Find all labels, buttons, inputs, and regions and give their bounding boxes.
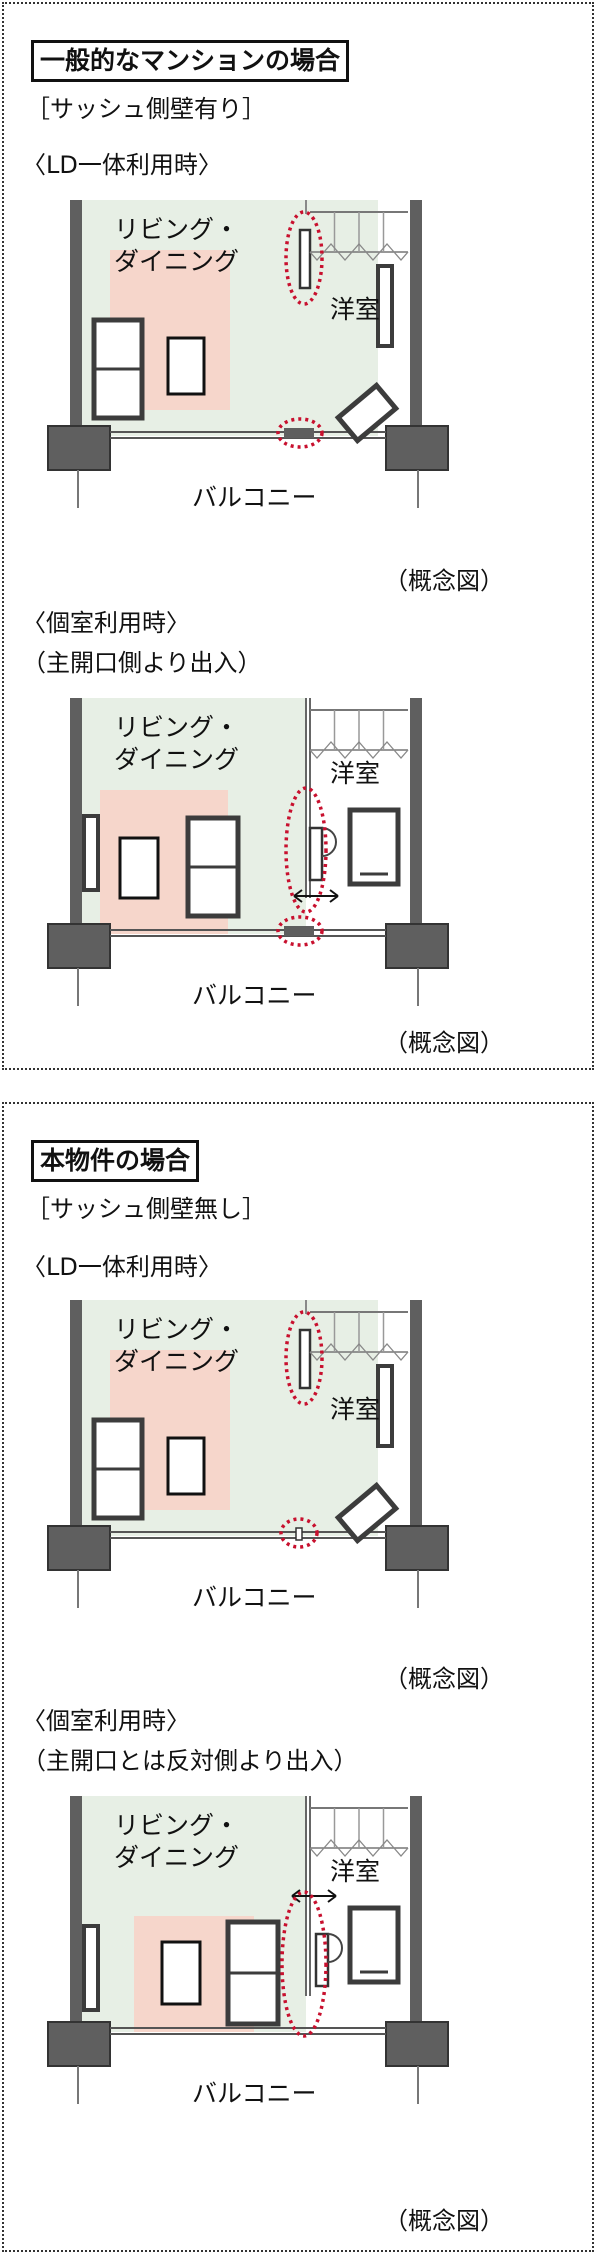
- right-wall: [410, 698, 422, 938]
- right-wall: [410, 200, 422, 440]
- right-wall: [410, 1300, 422, 1540]
- balcony-label: バルコニー: [192, 981, 317, 1010]
- highlight-circle: [284, 210, 324, 306]
- diagram-subheading: （主開口とは反対側より出入）: [22, 1747, 358, 1775]
- tv-board-icon: [82, 1924, 100, 2012]
- slab-left: [47, 425, 111, 471]
- slab-right: [385, 425, 449, 471]
- room-label: 洋室: [330, 759, 380, 788]
- curtain-pleats: [309, 1839, 409, 1857]
- left-wall: [70, 200, 82, 440]
- ld-label: リビング・: [114, 215, 239, 244]
- passage-arrow-icon: [293, 889, 339, 903]
- door-swing-arc: [327, 1933, 343, 1963]
- door-swing-arc: [321, 827, 337, 857]
- highlight-circle: [284, 1310, 324, 1406]
- slab-left: [47, 923, 111, 969]
- ld-label: リビング・: [114, 1315, 239, 1344]
- highlight-circle: [284, 786, 328, 914]
- table-icon: [118, 836, 160, 900]
- section-title: 一般的なマンションの場合: [31, 40, 350, 82]
- curtain-pleats: [309, 741, 409, 759]
- table-icon: [166, 336, 206, 396]
- stored-partition: [298, 228, 312, 290]
- ld-label: ダイニング: [114, 247, 239, 276]
- bracket-note: ［サッシュ側壁有り］: [26, 95, 266, 123]
- left-wall: [70, 698, 82, 938]
- ld-label: リビング・: [114, 1811, 239, 1840]
- curtain-pleats: [309, 243, 409, 261]
- ld-label: ダイニング: [114, 1347, 239, 1376]
- table-icon: [160, 1940, 202, 2006]
- ld-label: ダイニング: [114, 745, 239, 774]
- passage-arrow-icon: [291, 1889, 337, 1903]
- tv-board-icon: [82, 814, 100, 892]
- balcony-label: バルコニー: [192, 1583, 317, 1612]
- slab-right: [385, 923, 449, 969]
- highlight-circle: [276, 417, 324, 449]
- door-icon: [308, 826, 324, 882]
- panel-this-property: [2, 1102, 594, 2252]
- highlight-circle: [280, 1890, 328, 2038]
- diagram-heading: 〈LD一体利用時〉: [22, 1253, 222, 1281]
- slab-right: [385, 2021, 449, 2067]
- ld-label: リビング・: [114, 713, 239, 742]
- right-wall: [410, 1796, 422, 2036]
- highlight-circle: [279, 1517, 319, 1549]
- balcony-label: バルコニー: [192, 483, 317, 512]
- caption-note: （概念図）: [384, 1665, 504, 1693]
- diagram-heading: 〈個室利用時〉: [22, 609, 190, 637]
- diagram-heading: 〈LD一体利用時〉: [22, 151, 222, 179]
- sash-side-wall: [284, 428, 314, 438]
- caption-note: （概念図）: [384, 1029, 504, 1057]
- diagram-subheading: （主開口側より出入）: [22, 649, 262, 677]
- slab-right: [385, 1525, 449, 1571]
- sash-side-wall: [284, 926, 314, 936]
- bed-icon: [347, 1905, 401, 1985]
- left-wall: [70, 1796, 82, 2036]
- caption-note: （概念図）: [384, 2207, 504, 2235]
- wardrobe-icon: [376, 264, 394, 348]
- stored-partition: [298, 1328, 312, 1390]
- bed-icon: [347, 807, 401, 887]
- chair-icon: [334, 1481, 400, 1545]
- sash-side-post: [295, 1527, 303, 1541]
- room-label: 洋室: [330, 1395, 380, 1424]
- left-wall: [70, 1300, 82, 1540]
- panel-typical-mansion: [2, 2, 594, 1070]
- bracket-note: ［サッシュ側壁無し］: [26, 1195, 266, 1223]
- slab-left: [47, 1525, 111, 1571]
- section-title: 本物件の場合: [31, 1140, 200, 1182]
- slab-left: [47, 2021, 111, 2067]
- table-icon: [166, 1436, 206, 1496]
- caption-note: （概念図）: [384, 567, 504, 595]
- diagram-heading: 〈個室利用時〉: [22, 1707, 190, 1735]
- highlight-circle: [276, 915, 324, 947]
- wardrobe-icon: [376, 1364, 394, 1448]
- chair-icon: [334, 381, 400, 445]
- curtain-pleats: [309, 1343, 409, 1361]
- room-label: 洋室: [330, 295, 380, 324]
- balcony-label: バルコニー: [192, 2079, 317, 2108]
- room-label: 洋室: [330, 1857, 380, 1886]
- ld-label: ダイニング: [114, 1843, 239, 1872]
